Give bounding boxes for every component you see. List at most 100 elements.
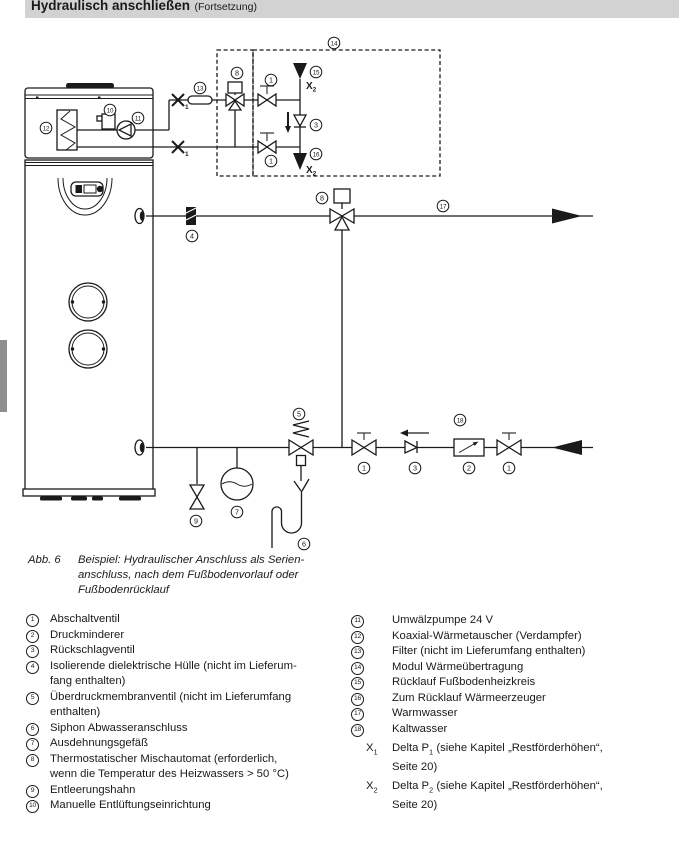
callout-badge: 10 bbox=[26, 800, 39, 813]
callout-badge: 11 bbox=[351, 615, 364, 628]
siphon-6 bbox=[271, 465, 310, 548]
section-title: Hydraulisch anschließen bbox=[31, 0, 191, 13]
callout-8-mid: 8 bbox=[315, 191, 329, 205]
legend-item-16: 16 Zum Rücklauf Wärmeerzeuger bbox=[351, 691, 676, 707]
circulation-pump bbox=[116, 120, 136, 140]
legend-item-3: 3 Rückschlagventil bbox=[26, 643, 346, 659]
callout-17: 17 bbox=[436, 199, 450, 213]
callout-badge: 6 bbox=[26, 722, 39, 736]
legend-text: Rücklauf Fußbodenheizkreis bbox=[392, 676, 536, 688]
svg-text:6: 6 bbox=[302, 540, 306, 549]
legend-text: Überdruckmembranventil (nicht im Lieferu… bbox=[50, 690, 292, 703]
callout-badge: 17 bbox=[351, 708, 364, 721]
callout-1-top-upper: 1 bbox=[264, 73, 278, 87]
relief-valve-5 bbox=[288, 420, 314, 467]
callout-badge: 1 bbox=[26, 614, 39, 627]
legend-text: wenn die Temperatur des Heizwassers > 50… bbox=[50, 768, 289, 780]
legend-item-12: 12 Koaxial-Wärmetauscher (Verdampfer) bbox=[351, 629, 676, 645]
svg-text:3: 3 bbox=[413, 464, 417, 473]
svg-text:1: 1 bbox=[269, 157, 273, 166]
x1-mark-upper: 1 bbox=[171, 93, 189, 111]
svg-text:1: 1 bbox=[185, 151, 189, 158]
svg-text:12: 12 bbox=[43, 125, 50, 132]
legend-text: Thermostatischer Mischautomat (erforderl… bbox=[50, 752, 278, 765]
callout-badge: 7 bbox=[26, 738, 39, 751]
thermostatic-mixer-top bbox=[225, 81, 245, 111]
flow-direction-arrow-down bbox=[285, 126, 291, 133]
svg-text:15: 15 bbox=[313, 69, 320, 76]
legend-text: Abschaltventil bbox=[50, 613, 120, 625]
figure-caption: Abb. 6 Beispiel: Hydraulischer Anschluss… bbox=[28, 553, 304, 598]
legend-item-1: 1 Abschaltventil bbox=[26, 612, 346, 628]
legend-text: Manuelle Entlüftungseinrichtung bbox=[50, 799, 211, 811]
svg-text:14: 14 bbox=[331, 40, 338, 47]
callout-7: 7 bbox=[230, 505, 244, 519]
callout-badge: 9 bbox=[26, 784, 39, 798]
x2-label-lower: X2 bbox=[306, 165, 317, 178]
callout-10: 10 bbox=[103, 103, 117, 117]
legend-text: enthalten) bbox=[50, 706, 101, 718]
hydraulic-schematic: 1 1 X2 X2 bbox=[22, 36, 593, 551]
legend-text: Delta P1 (siehe Kapitel „Restförderhöhen… bbox=[392, 742, 603, 757]
expansion-vessel-7 bbox=[220, 467, 254, 501]
callout-5: 5 bbox=[292, 407, 306, 421]
legend-text: Zum Rücklauf Wärmeerzeuger bbox=[392, 691, 546, 704]
svg-text:16: 16 bbox=[313, 151, 320, 158]
legend-text: Koaxial-Wärmetauscher (Verdampfer) bbox=[392, 629, 582, 642]
callout-8-top: 8 bbox=[230, 66, 244, 80]
callout-1-top-lower: 1 bbox=[264, 154, 278, 168]
thermostatic-mixer-mid bbox=[329, 188, 355, 231]
tank-port-lower bbox=[134, 439, 145, 456]
legend-text: Siphon Abwasseranschluss bbox=[50, 721, 188, 734]
legend-item-11: 11 Umwälzpumpe 24 V bbox=[351, 613, 676, 629]
callout-1-cold-right: 1 bbox=[502, 461, 516, 475]
svg-text:18: 18 bbox=[457, 417, 464, 424]
legend-text: Rückschlagventil bbox=[50, 644, 135, 656]
callout-badge: 2 bbox=[26, 629, 39, 643]
callout-badge: 14 bbox=[351, 661, 364, 675]
tank-base bbox=[22, 488, 156, 497]
callout-badge: 18 bbox=[351, 723, 364, 737]
arrow-warm-water-out bbox=[552, 208, 582, 224]
legend-item-x2: X2 Delta P2 (siehe Kapitel „Restförderhö… bbox=[351, 779, 676, 813]
x1-mark-lower: 1 bbox=[171, 140, 189, 158]
svg-text:8: 8 bbox=[235, 69, 239, 78]
x1-label: X1 bbox=[366, 742, 378, 757]
coaxial-heat-exchanger bbox=[56, 109, 78, 151]
legend-text: Filter (nicht im Lieferumfang enthalten) bbox=[392, 645, 586, 657]
svg-text:2: 2 bbox=[467, 464, 471, 473]
legend-text: Umwälzpumpe 24 V bbox=[392, 614, 494, 626]
callout-badge: 3 bbox=[26, 645, 39, 658]
callout-badge: 4 bbox=[26, 660, 39, 674]
svg-text:1: 1 bbox=[507, 464, 511, 473]
heat-pump-unit bbox=[22, 83, 300, 501]
legend-text: Seite 20) bbox=[392, 760, 438, 773]
svg-text:13: 13 bbox=[197, 85, 204, 92]
shutoff-valve-1-cold-left bbox=[351, 432, 377, 457]
spring-symbol bbox=[292, 420, 310, 438]
legend-item-9: 9 Entleerungshahn bbox=[26, 783, 346, 799]
svg-text:3: 3 bbox=[314, 121, 318, 130]
x2-label: X2 bbox=[366, 780, 378, 795]
legend-text: Modul Wärmeübertragung bbox=[392, 660, 524, 673]
legend-text: Kaltwasser bbox=[392, 722, 448, 735]
drain-valve-9 bbox=[188, 484, 206, 510]
legend-item-6: 6 Siphon Abwasseranschluss bbox=[26, 721, 346, 737]
callout-badge: 12 bbox=[351, 630, 364, 644]
callout-badge: 16 bbox=[351, 692, 364, 706]
legend-item-14: 14 Modul Wärmeübertragung bbox=[351, 660, 676, 676]
legend-column-right: 11 Umwälzpumpe 24 V 12 Koaxial-Wärmetausch… bbox=[351, 613, 676, 814]
filter-13 bbox=[187, 95, 213, 105]
svg-text:9: 9 bbox=[194, 517, 198, 526]
svg-text:7: 7 bbox=[235, 508, 239, 517]
callout-badge: 8 bbox=[26, 753, 39, 767]
arrow-cold-water-in bbox=[552, 440, 582, 455]
legend-item-18: 18 Kaltwasser bbox=[351, 722, 676, 738]
legend-text: Entleerungshahn bbox=[50, 783, 136, 796]
